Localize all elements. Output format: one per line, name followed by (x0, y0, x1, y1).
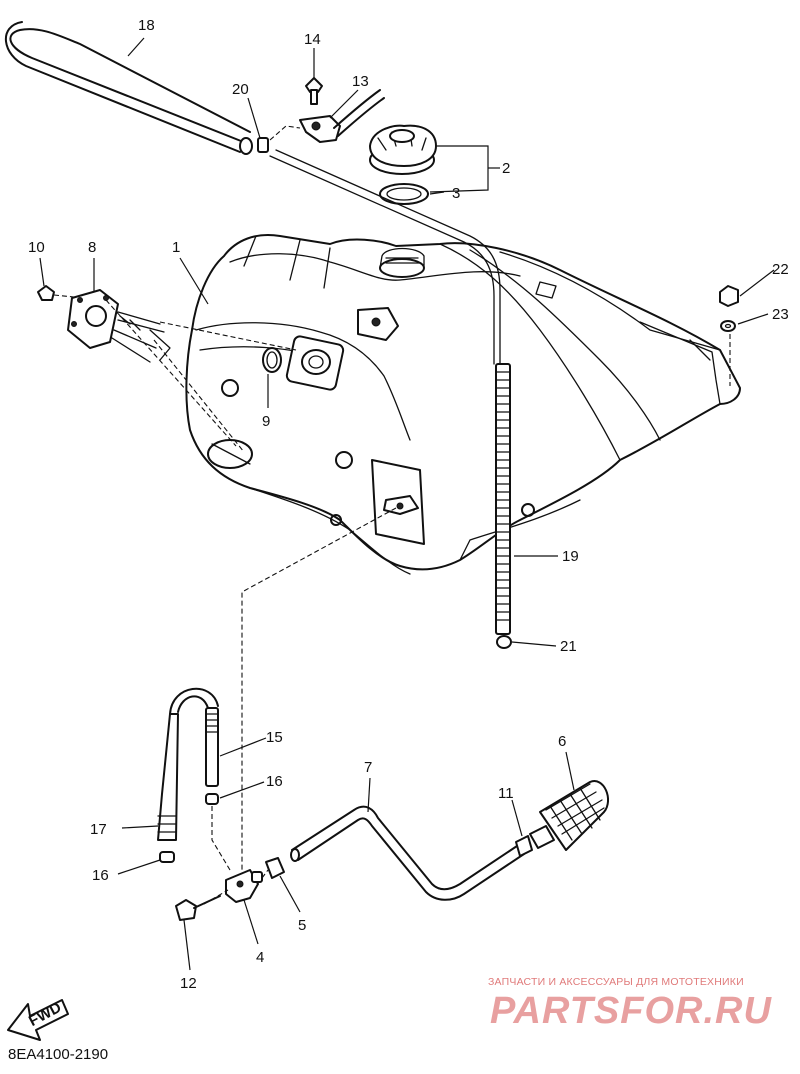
callout-10: 10 (28, 239, 45, 256)
washer-23 (720, 320, 736, 332)
bolt-12 (175, 895, 221, 921)
hose-15 (169, 687, 219, 787)
breather-fitting-13 (299, 89, 385, 143)
hose-17 (157, 713, 179, 841)
fuel-cap-2 (369, 124, 437, 175)
nut-22 (719, 285, 739, 307)
fuel-filter-6 (529, 780, 609, 851)
callout-11: 11 (498, 785, 514, 802)
hose-clip-16-a (205, 793, 219, 805)
screw-14 (305, 77, 323, 105)
watermark-logo: PARTSFOR.RU (490, 990, 772, 1032)
joint-5 (265, 857, 285, 879)
callout-4: 4 (256, 949, 264, 966)
fuel-tank-1 (185, 234, 741, 575)
fuel-hose-7 (290, 805, 525, 901)
hose-clip-20 (257, 137, 269, 153)
callout-5: 5 (298, 917, 306, 934)
callout-16b: 16 (92, 867, 109, 884)
callout-8: 8 (88, 239, 96, 256)
breather-hose-18 (4, 21, 253, 155)
callout-1: 1 (172, 239, 180, 256)
cap-gasket-3 (379, 183, 429, 205)
fuel-sender-8 (67, 289, 171, 363)
callout-19: 19 (562, 548, 579, 565)
callout-17: 17 (90, 821, 107, 838)
callout-21: 21 (560, 638, 577, 655)
leader-lines (39, 37, 775, 971)
hose-cap-21 (496, 635, 512, 649)
callout-7: 7 (364, 759, 372, 776)
hose-clip-16-b (159, 851, 175, 863)
callout-23: 23 (772, 306, 789, 323)
fuel-cock-4 (225, 869, 263, 903)
callout-3: 3 (452, 185, 460, 202)
callout-14: 14 (304, 31, 321, 48)
forward-arrow-icon: FWD (7, 999, 69, 1041)
callout-18: 18 (138, 17, 155, 34)
callout-12: 12 (180, 975, 197, 992)
diagram-part-code: 8EA4100-2190 (8, 1046, 109, 1063)
watermark-caption: ЗАПЧАСТИ И АКСЕССУАРЫ ДЛЯ МОТОТЕХНИКИ (488, 976, 744, 988)
callout-22: 22 (772, 261, 789, 278)
callout-15: 15 (266, 729, 283, 746)
callout-9: 9 (262, 413, 270, 430)
callout-13: 13 (352, 73, 369, 90)
callout-labels: 1 2 3 4 5 6 7 8 9 10 11 12 13 14 15 16 1… (28, 17, 789, 992)
callout-16a: 16 (266, 773, 283, 790)
drain-hose-19 (269, 149, 511, 635)
screw-10 (37, 285, 55, 301)
callout-20: 20 (232, 81, 249, 98)
callout-6: 6 (558, 733, 566, 750)
callout-2: 2 (502, 160, 510, 177)
hose-clip-11 (515, 835, 533, 857)
